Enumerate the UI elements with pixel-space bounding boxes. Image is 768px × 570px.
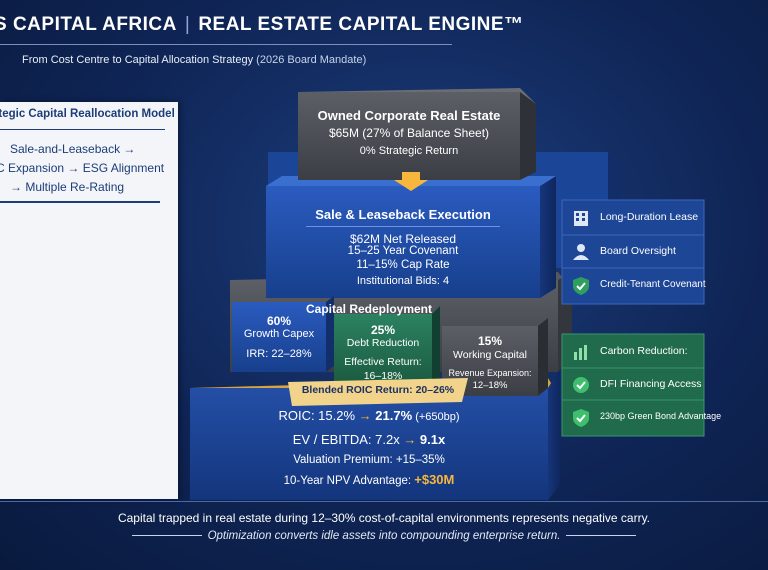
sale-block-line-1: $62M Net Released [349, 232, 457, 246]
debt-pct: 25% [370, 323, 396, 337]
sale-block: Sale & Leaseback Execution $62M Net Rele… [266, 186, 540, 298]
esg-card-row: 230bp Green Bond Advantage [562, 400, 721, 436]
ev-label: EV / EBITDA: 7.2x [292, 432, 404, 447]
bar-chart-icon [570, 342, 592, 362]
esg-card-item-3: 230bp Green Bond Advantage [600, 411, 722, 421]
growth-block-shape [232, 296, 334, 372]
working-pct: 15% [477, 334, 503, 348]
debt-block-shape [334, 306, 440, 386]
lease-card-item-1: Long-Duration Lease [600, 211, 699, 223]
esg-card-item-2: DFI Financing Access [600, 378, 702, 390]
esg-card-row: Carbon Reduction: [562, 334, 704, 370]
redeploy-label: Capital Redeployment [305, 302, 433, 316]
top-block-line-2: 0% Strategic Return [359, 145, 459, 157]
roic-arrow-icon: → [358, 408, 372, 423]
valuation-line: Valuation Premium: +15–35% [293, 454, 445, 466]
top-block-title: Owned Corporate Real Estate [317, 108, 501, 123]
lease-card-item-2: Board Oversight [600, 245, 676, 257]
growth-pct: 60% [266, 314, 292, 328]
roic-line: ROIC: 15.2% → 21.7% (+650bp) [190, 408, 548, 423]
lease-card-row: Credit-Tenant Covenant [562, 268, 706, 304]
footer-right-rule [566, 535, 637, 537]
left-panel-rule-2 [0, 201, 160, 203]
working-block: 15% Working Capital Revenue Expansion: 1… [442, 330, 538, 396]
down-arrow-icon [394, 172, 428, 191]
npv-line: 10-Year NPV Advantage: +$30M [190, 472, 548, 487]
subtitle-text: From Cost Centre to Capital Allocation S… [22, 54, 254, 66]
footer-left-rule [131, 535, 202, 537]
left-panel: ategic Capital Reallocation Model Sale-a… [0, 102, 178, 499]
npv-label: 10-Year NPV Advantage: [283, 475, 415, 487]
shield-check-icon [570, 276, 592, 296]
title-right: REAL ESTATE CAPITAL ENGINE™ [198, 14, 524, 35]
debt-metric-2: 16–18% [363, 370, 403, 382]
sale-block-line-3: 11–15% Cap Rate [356, 259, 450, 271]
working-metric-2: 12–18% [472, 380, 508, 391]
left-panel-heading: ategic Capital Reallocation Model [0, 108, 175, 120]
lease-card-row: Long-Duration Lease [562, 200, 704, 236]
lease-card-row: Board Oversight [562, 234, 704, 270]
npv-value: +$30M [414, 472, 455, 487]
debt-metric-1: Effective Return: [344, 356, 422, 368]
ev-arrow-icon: → [403, 432, 417, 447]
sale-block-rule [306, 226, 500, 227]
sale-block-title: Sale & Leaseback Execution [315, 207, 491, 222]
growth-block: 60% Growth Capex IRR: 22–28% [232, 310, 326, 372]
working-name: Working Capital [453, 349, 527, 361]
roic-label: ROIC: 15.2% [278, 408, 359, 423]
title-rule [0, 44, 452, 45]
ev-value: 9.1x [416, 432, 446, 447]
ev-line: EV / EBITDA: 7.2x → 9.1x [190, 432, 548, 447]
working-metric-1: Revenue Expansion: [448, 368, 532, 378]
check-circle-icon [570, 375, 592, 395]
roic-value: 21.7% [371, 408, 413, 423]
left-panel-line-1: Sale-and-Leaseback → [10, 142, 136, 156]
subtitle-paren: (2026 Board Mandate) [256, 54, 367, 66]
blended-tag-shape [288, 378, 468, 406]
debt-name: Debt Reduction [346, 337, 420, 349]
page-title: S CAPITAL AFRICA | REAL ESTATE CAPITAL ENG… [0, 14, 524, 36]
footer-line-2: Optimization converts idle assets into c… [207, 530, 561, 542]
top-block-shape [298, 88, 536, 180]
base-block: ROIC: 15.2% → 21.7% (+650bp) EV / EBITDA… [190, 400, 548, 500]
page-subtitle: From Cost Centre to Capital Allocation S… [22, 54, 366, 66]
left-panel-line-2: C Expansion → ESG Alignment [0, 161, 165, 175]
person-icon [570, 242, 592, 262]
debt-block: 25% Debt Reduction Effective Return: 16–… [334, 318, 432, 386]
blended-label: Blended ROIC Return: 20–26% [301, 384, 455, 396]
title-separator: | [184, 14, 191, 35]
lease-card-item-3: Credit-Tenant Covenant [600, 279, 706, 290]
sale-block-line-4: Institutional Bids: 4 [356, 275, 450, 287]
esg-card: Carbon Reduction: DFI Financing Access 2… [562, 334, 721, 436]
top-block-line-1: $65M (27% of Balance Sheet) [328, 126, 490, 140]
left-panel-line-3: → Multiple Re-Rating [10, 180, 125, 194]
footer-line-2-wrap: Optimization converts idle assets into c… [0, 530, 768, 542]
footer-line-1: Capital trapped in real estate during 12… [117, 511, 651, 525]
left-panel-rule [0, 129, 165, 130]
growth-metric: IRR: 22–28% [246, 348, 312, 360]
growth-name: Growth Capex [243, 328, 315, 340]
shield-check-icon [570, 408, 592, 428]
building-icon [570, 208, 592, 228]
sale-block-line-2: 15–25 Year Covenant [347, 245, 459, 257]
title-left: S CAPITAL AFRICA [0, 14, 177, 35]
lease-card: Long-Duration Lease Board Oversight Cred… [562, 200, 706, 304]
footer-rule [0, 501, 768, 502]
esg-card-row: DFI Financing Access [562, 367, 704, 403]
top-block: Owned Corporate Real Estate $65M (27% of… [298, 92, 520, 180]
roic-bp: (+650bp) [412, 411, 460, 423]
esg-card-item-1: Carbon Reduction: [600, 345, 688, 357]
